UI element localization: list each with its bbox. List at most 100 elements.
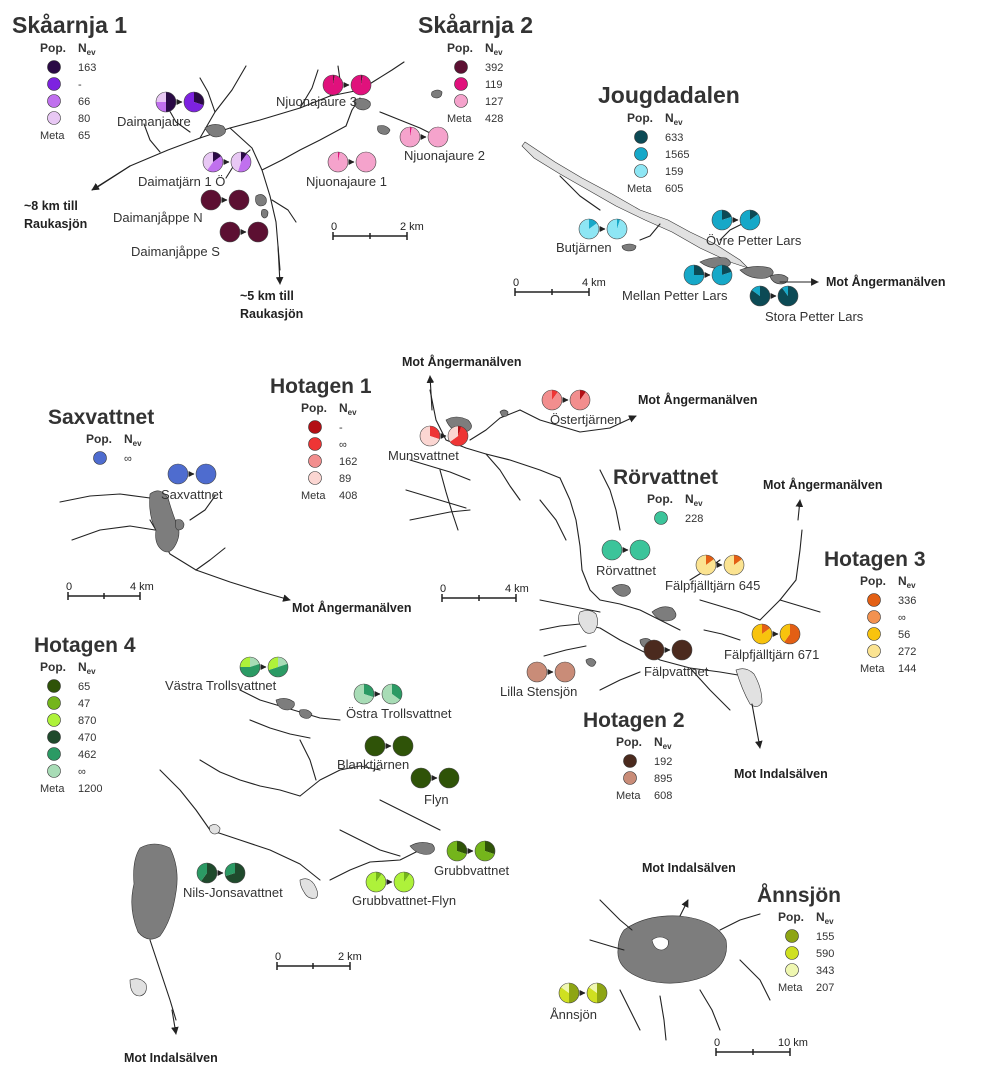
pie-slice bbox=[231, 152, 241, 172]
pie-slice bbox=[750, 210, 759, 220]
legend-value: 47 bbox=[78, 698, 90, 710]
pie-outline bbox=[202, 151, 224, 173]
legend-pop-header: Pop. bbox=[40, 41, 66, 55]
legend-value: ∞ bbox=[898, 612, 906, 624]
legend-meta-label: Meta bbox=[301, 490, 326, 502]
population-label: Fälpvattnet bbox=[644, 664, 709, 679]
svg-text:2 km: 2 km bbox=[338, 951, 362, 963]
population-marker: Saxvattnet bbox=[161, 463, 223, 502]
legend-meta-value: 608 bbox=[654, 790, 672, 802]
pie-slice bbox=[782, 286, 788, 296]
population-marker: Grubbvattnet-Flyn bbox=[352, 871, 456, 908]
legend-nev-header: Nev bbox=[485, 41, 503, 57]
population-label: Grubbvattnet-Flyn bbox=[352, 893, 456, 908]
pie-slice bbox=[724, 555, 745, 575]
region-title: Hotagen 2 bbox=[583, 709, 685, 732]
svg-text:0: 0 bbox=[275, 951, 281, 963]
pie-chart bbox=[447, 425, 469, 447]
population-marker: Njuonajaure 1 bbox=[306, 151, 387, 189]
pie-slice bbox=[240, 657, 250, 667]
pie-slice bbox=[167, 463, 189, 485]
dest-label: Mot Indalsälven bbox=[734, 767, 828, 781]
legend-meta-label: Meta bbox=[627, 183, 652, 195]
pie-slice bbox=[240, 663, 260, 678]
pie-chart bbox=[526, 661, 548, 683]
pie-slice bbox=[322, 74, 343, 95]
legend-value: 870 bbox=[78, 715, 96, 727]
pie-chart bbox=[446, 840, 468, 862]
pie-slice bbox=[278, 657, 288, 667]
legend-nev-header: Nev bbox=[339, 401, 357, 417]
pie-chart bbox=[322, 74, 344, 96]
pie-chart bbox=[419, 425, 441, 447]
pie-chart bbox=[671, 639, 693, 661]
population-marker: Daimanjåppe N bbox=[113, 189, 250, 225]
pie-slice bbox=[554, 661, 576, 683]
legend-value: 895 bbox=[654, 773, 672, 785]
pie-slice bbox=[722, 265, 732, 275]
legend-meta-label: Meta bbox=[40, 783, 65, 795]
pie-chart bbox=[393, 871, 415, 893]
pie-outline bbox=[558, 982, 580, 1004]
svg-text:10 km: 10 km bbox=[778, 1037, 808, 1049]
region-title: Ånnsjön bbox=[757, 883, 841, 907]
pie-outline bbox=[586, 982, 608, 1004]
pie-slice bbox=[446, 841, 467, 861]
svg-text:4 km: 4 km bbox=[130, 581, 154, 593]
pie-outline bbox=[365, 871, 387, 893]
legend-meta-value: 65 bbox=[78, 130, 90, 142]
legend-swatch bbox=[454, 77, 468, 91]
pie-chart bbox=[247, 221, 269, 243]
pie-slice bbox=[250, 657, 260, 667]
legend-meta-value: 144 bbox=[898, 663, 916, 675]
legend-value: 80 bbox=[78, 113, 90, 125]
region-title: Skåarnja 2 bbox=[418, 12, 533, 38]
pie-chart bbox=[779, 623, 801, 645]
pie-slice bbox=[237, 153, 252, 172]
legend-swatch bbox=[308, 437, 322, 451]
pie-outline bbox=[224, 862, 246, 884]
legend-value: 119 bbox=[485, 79, 503, 91]
legend-pop-header: Pop. bbox=[860, 574, 886, 588]
pie-outline bbox=[350, 74, 372, 96]
population-label: Munsvattnet bbox=[388, 448, 459, 463]
dest-label: Mot Indalsälven bbox=[642, 861, 736, 875]
legend-value: 66 bbox=[78, 96, 90, 108]
pie-outline bbox=[322, 74, 344, 96]
population-label: Butjärnen bbox=[556, 240, 612, 255]
pie-outline bbox=[446, 840, 468, 862]
pie-outline bbox=[239, 656, 261, 678]
pie-slice bbox=[474, 841, 495, 861]
pie-chart bbox=[683, 264, 705, 286]
legend-swatch bbox=[785, 946, 799, 960]
legend: Pop.Nev∞ bbox=[86, 432, 142, 465]
legend-swatch bbox=[623, 754, 637, 768]
legend-swatch bbox=[454, 60, 468, 74]
legend-swatch bbox=[47, 730, 61, 744]
pie-slice bbox=[447, 426, 458, 442]
pie-slice bbox=[410, 127, 412, 137]
pie-chart bbox=[723, 554, 745, 576]
pie-slice bbox=[166, 92, 176, 112]
legend-swatch bbox=[623, 771, 637, 785]
pie-outline bbox=[711, 264, 733, 286]
dest-label: Raukasjön bbox=[24, 217, 87, 231]
legend-meta-label: Meta bbox=[447, 113, 472, 125]
pie-slice bbox=[580, 390, 586, 400]
pie-slice bbox=[779, 624, 790, 643]
pie-slice bbox=[588, 983, 597, 993]
pie-slice bbox=[392, 684, 403, 700]
pie-chart bbox=[749, 285, 771, 307]
pie-slice bbox=[364, 735, 386, 757]
pie-slice bbox=[734, 555, 743, 565]
pie-chart bbox=[195, 463, 217, 485]
population-label: Östra Trollsvattnet bbox=[346, 706, 452, 721]
pie-slice bbox=[752, 624, 773, 644]
legend-swatch bbox=[654, 511, 668, 525]
pie-slice bbox=[597, 983, 607, 1003]
